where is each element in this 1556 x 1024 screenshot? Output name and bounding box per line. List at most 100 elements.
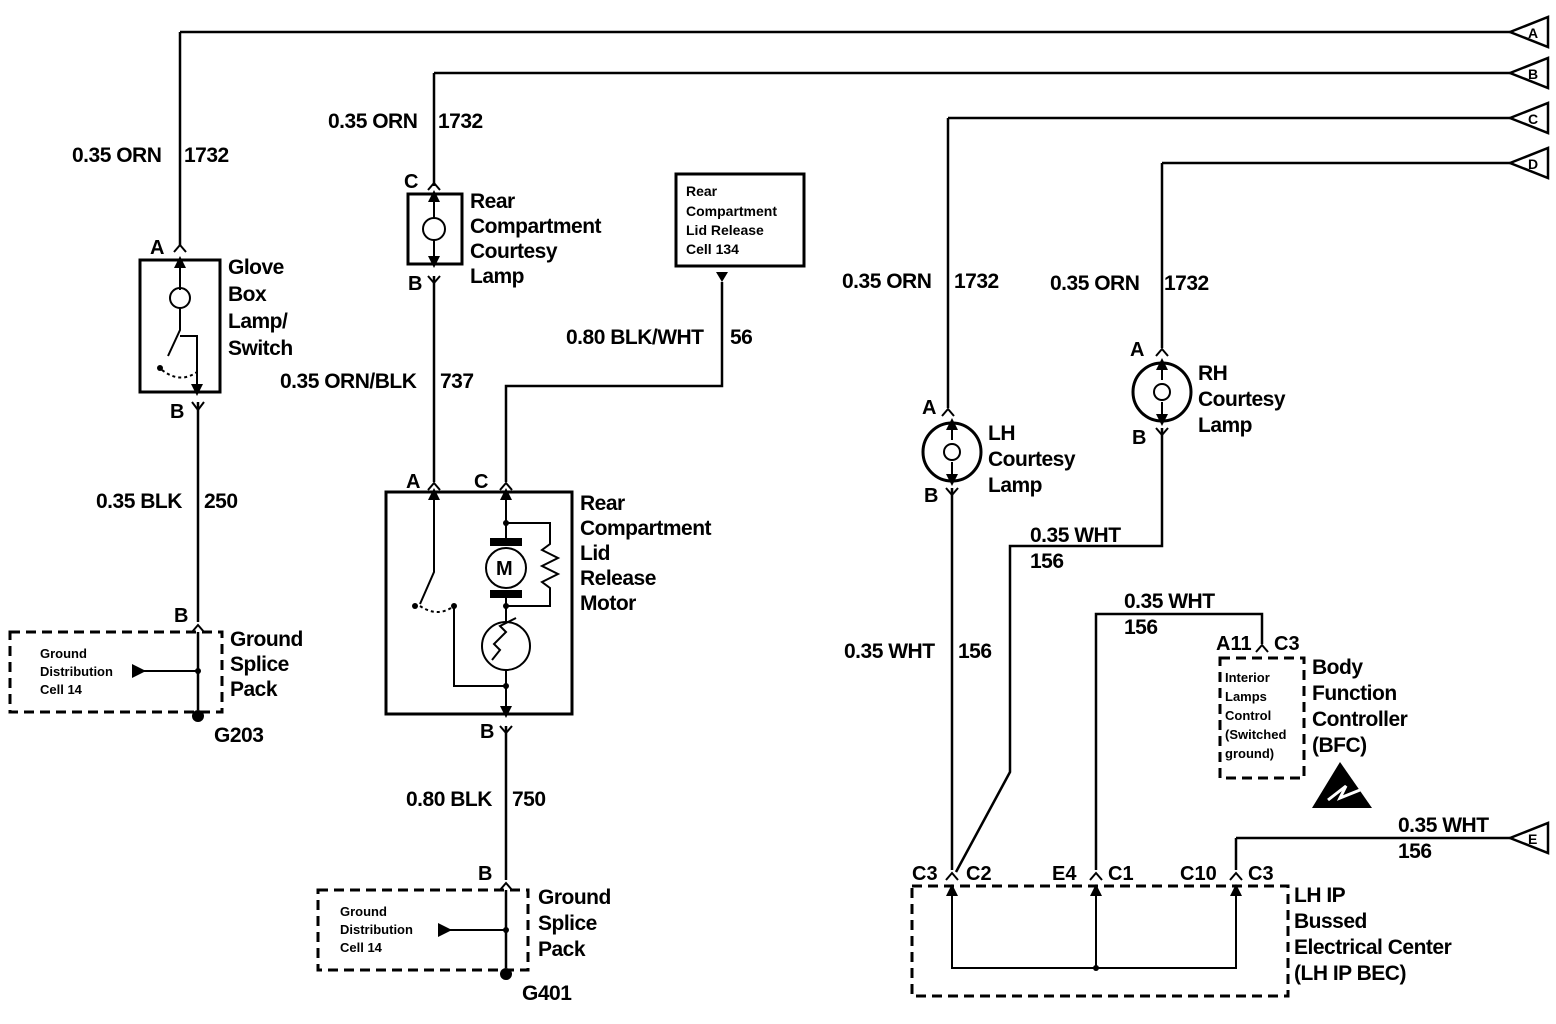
wire-label-12: 0.35 WHT bbox=[1398, 814, 1489, 837]
lid-release-reference: Rear Compartment Lid Release Cell 134 0.… bbox=[504, 172, 806, 482]
wire-label-2: 0.35 ORN bbox=[328, 110, 417, 133]
motor-label-5: Motor bbox=[580, 592, 636, 615]
glovebox-circuit: 0.35 ORN 1732 A Glove Box Lamp/ Switch B… bbox=[72, 32, 293, 622]
pin-rh-a: A bbox=[1130, 339, 1144, 361]
motor-label-4: Release bbox=[580, 567, 656, 590]
lid-release-ref-4: Cell 134 bbox=[686, 241, 739, 257]
bfc-label-2: Function bbox=[1312, 682, 1397, 705]
wire-label-5: 0.80 BLK/WHT bbox=[566, 326, 704, 349]
ground-g203-label: G203 bbox=[214, 724, 263, 747]
bec-label-2: Bussed bbox=[1294, 910, 1367, 933]
pin-s2-b: B bbox=[478, 863, 492, 885]
pin-m-a: A bbox=[406, 471, 420, 493]
offpage-connector-c: C bbox=[948, 101, 1550, 135]
wire-num-12: 156 bbox=[1398, 840, 1432, 863]
offpage-connector-b: B bbox=[434, 56, 1550, 90]
splice2-label-1: Ground bbox=[538, 886, 611, 909]
rh-lamp-label-1: RH bbox=[1198, 362, 1227, 385]
splice1-label-2: Splice bbox=[230, 653, 289, 676]
wire-num-4: 737 bbox=[440, 370, 474, 393]
bfc-box bbox=[1218, 656, 1306, 780]
glovebox-lamp-symbol bbox=[169, 287, 191, 309]
wire-num-6: 750 bbox=[512, 788, 546, 811]
rh-lamp-label-3: Lamp bbox=[1198, 414, 1252, 437]
wire-num-5: 56 bbox=[730, 326, 752, 349]
offpage-c-label: C bbox=[1528, 111, 1538, 127]
wire-label-6: 0.80 BLK bbox=[406, 788, 492, 811]
lh-lamp-label-3: Lamp bbox=[988, 474, 1042, 497]
ground-g401-label: G401 bbox=[522, 982, 572, 1005]
offpage-e-label: E bbox=[1528, 831, 1537, 847]
pin-bfc-a11: A11 bbox=[1216, 633, 1252, 655]
pin-bec-c1: C1 bbox=[1108, 863, 1134, 885]
pin-rh-b: B bbox=[1132, 427, 1146, 449]
pin-bec-e4: E4 bbox=[1052, 863, 1077, 885]
splice-pack-2-box bbox=[316, 888, 530, 972]
pin-bec-c3b: C3 bbox=[1248, 863, 1274, 885]
offpage-connector-d: D bbox=[1162, 146, 1550, 180]
glovebox-label-2: Box bbox=[228, 283, 267, 306]
wire-label-11: 0.35 WHT bbox=[844, 640, 935, 663]
bec-label-1: LH IP bbox=[1294, 884, 1346, 907]
splice2-ref-3: Cell 14 bbox=[340, 940, 383, 955]
release-motor: A C M Rear Compartment Lid Release Motor… bbox=[384, 471, 712, 880]
bfc-inner-5: ground) bbox=[1225, 746, 1274, 761]
wire-num-8: 1732 bbox=[1164, 272, 1209, 295]
rear-lamp-symbol bbox=[422, 217, 446, 241]
rear-lamp-label-1: Rear bbox=[470, 190, 515, 213]
body-function-controller: 0.35 WHT 156 A11 C3 Interior Lamps Contr… bbox=[1094, 590, 1408, 870]
motor-label-3: Lid bbox=[580, 542, 610, 565]
splice1-label-3: Pack bbox=[230, 678, 278, 701]
motor-m-label: M bbox=[496, 558, 513, 580]
ground-splice-pack-1: B Ground Distribution Cell 14 Ground Spl… bbox=[8, 605, 303, 747]
bfc-inner-2: Lamps bbox=[1225, 689, 1267, 704]
bfc-inner-3: Control bbox=[1225, 708, 1271, 723]
pin-m-c: C bbox=[474, 471, 488, 493]
rear-lamp-label-3: Courtesy bbox=[470, 240, 558, 263]
rh-lamp-label-2: Courtesy bbox=[1198, 388, 1286, 411]
glovebox-label-3: Lamp/ bbox=[228, 310, 288, 333]
offpage-connector-a: A bbox=[180, 15, 1550, 49]
splice2-label-2: Splice bbox=[538, 912, 597, 935]
wire-num-3: 250 bbox=[204, 490, 238, 513]
wire-label-10: 0.35 WHT bbox=[1124, 590, 1215, 613]
wire-num-10: 156 bbox=[1124, 616, 1158, 639]
lh-courtesy-lamp: 0.35 ORN 1732 A LH Courtesy Lamp B 0.35 … bbox=[842, 118, 1076, 870]
bec-label-4: (LH IP BEC) bbox=[1294, 962, 1406, 985]
offpage-b-label: B bbox=[1528, 66, 1538, 82]
pin-s1-b: B bbox=[174, 605, 188, 627]
splice1-ref-3: Cell 14 bbox=[40, 682, 83, 697]
bfc-inner-1: Interior bbox=[1225, 670, 1270, 685]
bfc-inner-4: (Switched bbox=[1225, 727, 1286, 742]
wire-label-1: 0.35 ORN bbox=[72, 144, 161, 167]
lh-lamp-label-1: LH bbox=[988, 422, 1015, 445]
pin-gb-a: A bbox=[150, 237, 164, 259]
bfc-label-4: (BFC) bbox=[1312, 734, 1367, 757]
splice1-ref-2: Distribution bbox=[40, 664, 113, 679]
splice-pack-1-box bbox=[8, 630, 224, 714]
motor-label-2: Compartment bbox=[580, 517, 712, 540]
esd-warning-icon bbox=[1312, 762, 1372, 808]
lid-release-ref-2: Compartment bbox=[686, 203, 777, 219]
lh-ip-bec: 0.35 WHT 156 C3 C2 E4 C1 C10 C3 LH IP Bu… bbox=[910, 814, 1490, 998]
pin-bec-c3a: C3 bbox=[912, 863, 938, 885]
rear-lamp-label-2: Compartment bbox=[470, 215, 602, 238]
bec-box bbox=[910, 884, 1290, 998]
bec-label-3: Electrical Center bbox=[1294, 936, 1452, 959]
splice1-label-1: Ground bbox=[230, 628, 303, 651]
wire-label-7: 0.35 ORN bbox=[842, 270, 931, 293]
offpage-d-label: D bbox=[1528, 156, 1538, 172]
splice2-label-3: Pack bbox=[538, 938, 586, 961]
pin-rl-c: C bbox=[404, 171, 418, 193]
bfc-label-3: Controller bbox=[1312, 708, 1408, 731]
rear-lamp-label-4: Lamp bbox=[470, 265, 524, 288]
glovebox-label-1: Glove bbox=[228, 256, 284, 279]
splice1-ref-1: Ground bbox=[40, 646, 87, 661]
rh-courtesy-lamp: 0.35 ORN 1732 A RH Courtesy Lamp B 0.35 … bbox=[954, 163, 1286, 873]
wire-num-1: 1732 bbox=[184, 144, 229, 167]
ground-symbol-g203 bbox=[192, 710, 204, 722]
wire-label-8: 0.35 ORN bbox=[1050, 272, 1139, 295]
motor-box bbox=[384, 490, 574, 716]
wire-label-3: 0.35 BLK bbox=[96, 490, 182, 513]
